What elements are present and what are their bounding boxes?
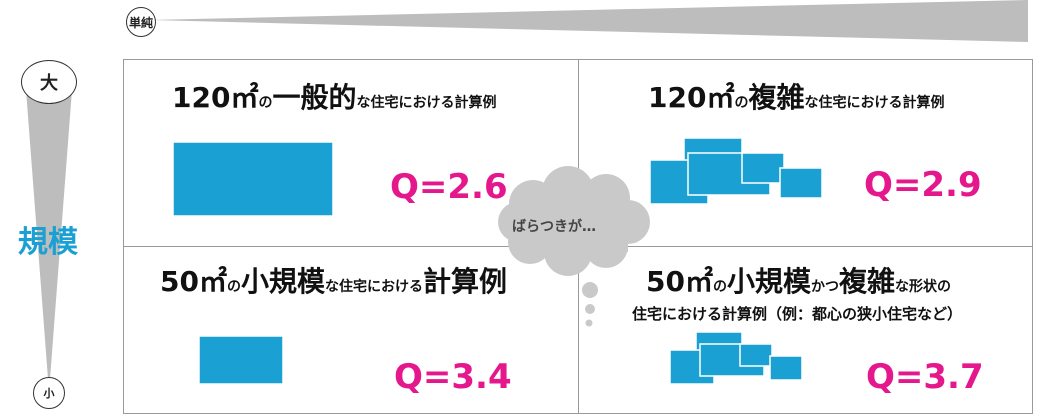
quadrant-bottom-left-q: Q=3.4 (394, 357, 512, 397)
title-emphasis: 一般的 (272, 81, 357, 114)
cloud-bubble (585, 319, 593, 327)
plan-block (198, 335, 284, 385)
title-particle: の (734, 95, 749, 111)
scale-wedge (26, 90, 72, 392)
axis-scale-label: 規模 (18, 225, 78, 260)
title-emphasis: 小規模 (726, 265, 811, 298)
floor-plan-top-left (172, 141, 334, 217)
cloud-bubble (585, 304, 595, 314)
title-number: 50㎡ (646, 265, 713, 298)
complexity-wedge-shape (150, 0, 1028, 42)
quadrant-top-left-title: 120㎡の一般的な住宅における計算例 (172, 84, 496, 112)
axis-top-label-circle: 単純 (126, 7, 156, 37)
cloud-core (528, 196, 628, 252)
axis-top-label: 単純 (128, 15, 153, 30)
scale-wedge-shape (26, 90, 72, 392)
title-rest: な住宅における (324, 279, 423, 295)
plan-block (739, 343, 773, 367)
plan-block (779, 167, 823, 199)
quadrant-top-left-q: Q=2.6 (390, 167, 508, 207)
title-emphasis-2: 複雑 (838, 265, 895, 298)
title-particle: の (226, 279, 241, 295)
thought-cloud (498, 166, 650, 327)
title-rest: な住宅における計算例 (356, 95, 497, 111)
title-particle: の (258, 95, 273, 111)
title-number: 120㎡ (648, 81, 735, 114)
quadrant-top-right-q: Q=2.9 (864, 165, 982, 205)
plan-block (741, 152, 785, 184)
title-particle: の (712, 279, 727, 295)
axis-small-label: 小 (43, 387, 55, 400)
title-rest: な形状の (895, 279, 951, 295)
title-number: 120㎡ (172, 81, 259, 114)
cloud-bubble (582, 282, 598, 298)
axis-small-label-circle: 小 (33, 377, 65, 409)
quadrant-bottom-right-title: 50㎡の小規模かつ複雑な形状の (646, 268, 951, 296)
quadrant-bottom-left-title: 50㎡の小規模な住宅における計算例 (160, 268, 507, 296)
quadrant-bottom-right-q: Q=3.7 (866, 357, 984, 397)
floor-plan-bottom-left (198, 335, 284, 385)
title-rest: な住宅における計算例 (804, 95, 945, 111)
title-emphasis: 小規模 (240, 265, 325, 298)
title-tail: 計算例 (422, 265, 507, 298)
complexity-wedge (150, 0, 1028, 42)
axis-large-label: 大 (40, 73, 58, 94)
floor-plan-top-right (649, 137, 823, 205)
quadrant-top-right-title: 120㎡の複雑な住宅における計算例 (648, 84, 944, 112)
title-mid: かつ (810, 279, 839, 295)
axis-large-label-circle: 大 (21, 60, 77, 104)
title-number: 50㎡ (160, 265, 227, 298)
floor-plan-bottom-right (669, 331, 803, 385)
quadrant-bottom-right-subtitle: 住宅における計算例（例：都心の狭小住宅など） (632, 305, 963, 323)
cloud-text: ばらつきが… (512, 219, 596, 235)
title-emphasis: 複雑 (748, 81, 805, 114)
plan-block (172, 141, 334, 217)
plan-block (769, 355, 803, 381)
